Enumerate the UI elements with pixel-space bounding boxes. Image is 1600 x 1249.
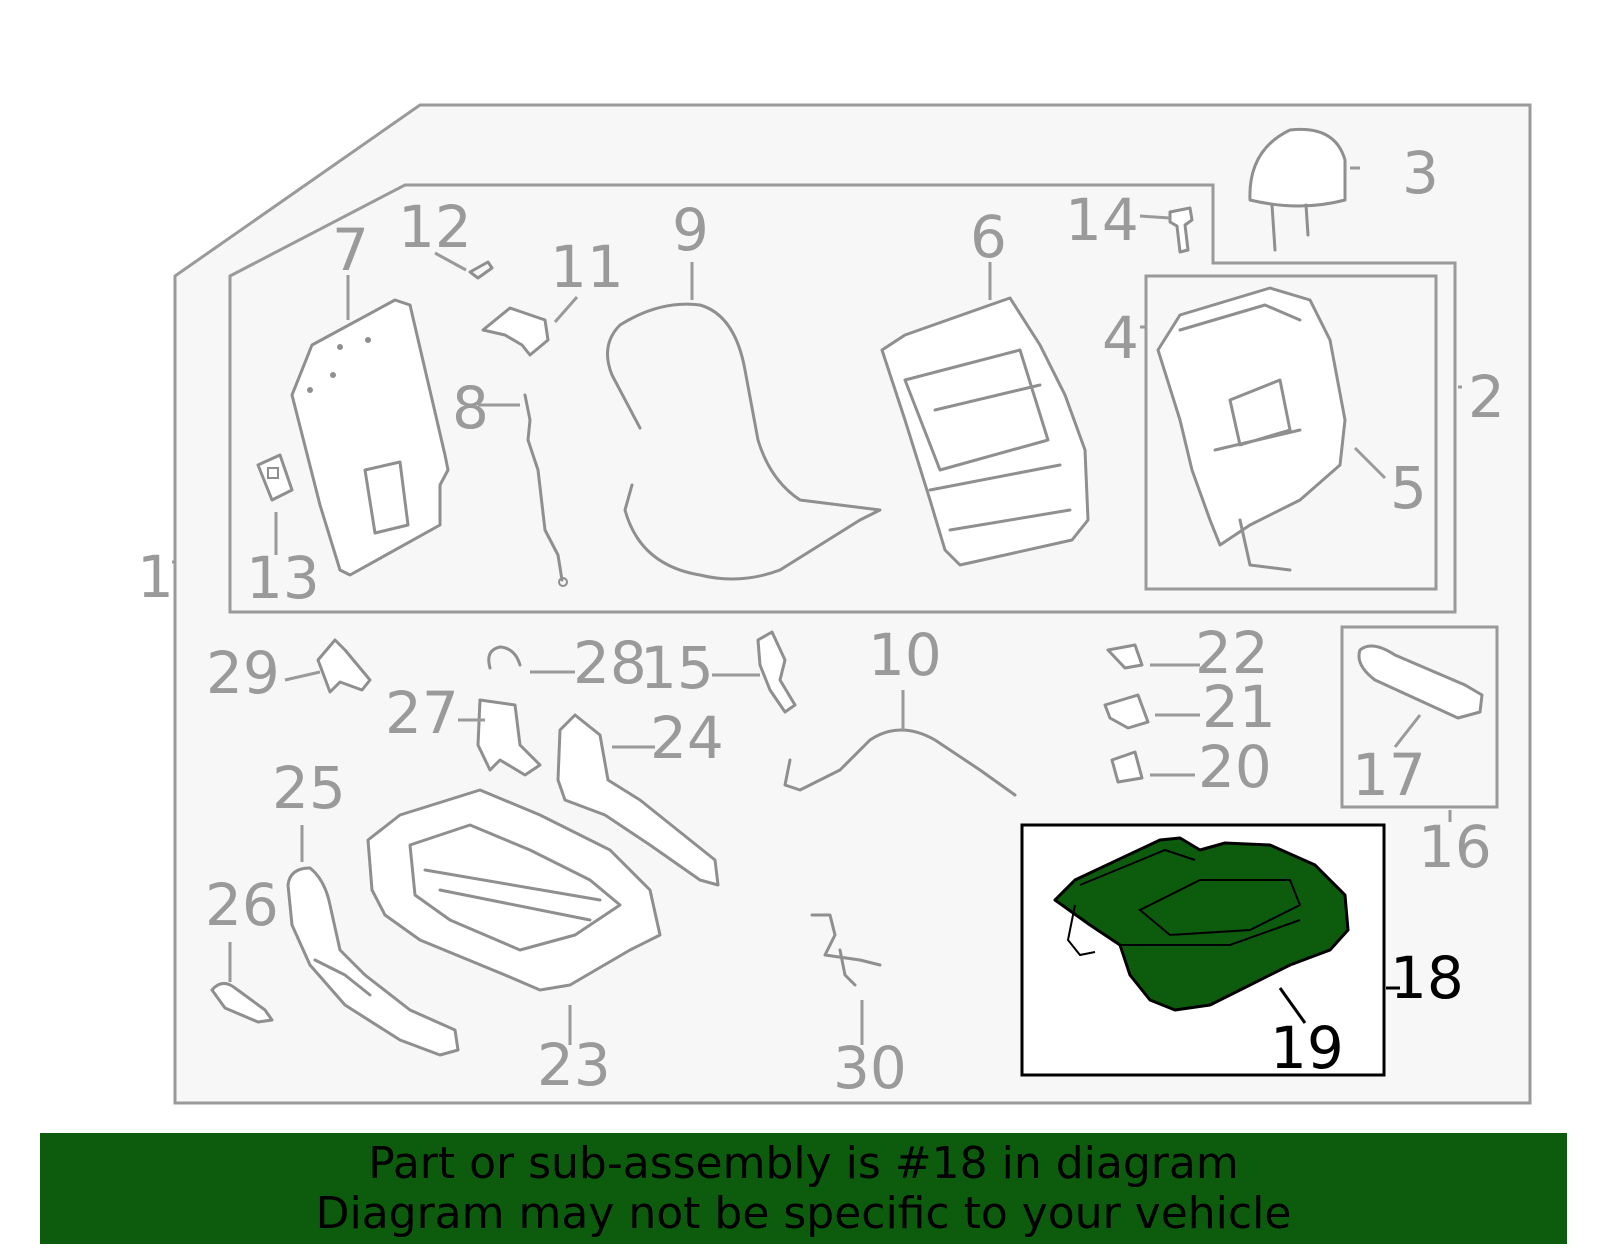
callout-5: 5	[1390, 454, 1427, 522]
clip-part-14	[1168, 206, 1194, 254]
seat-cushion-part-19	[1053, 836, 1350, 1012]
callout-27: 27	[385, 679, 459, 747]
notice-banner: Part or sub-assembly is #18 in diagram D…	[40, 1133, 1567, 1244]
callout-6: 6	[970, 203, 1007, 271]
seatback-frame-part-6	[880, 296, 1090, 567]
clip-part-20	[1110, 750, 1144, 784]
bracket-part-15	[756, 630, 797, 714]
headrest-part-3	[1248, 127, 1347, 252]
callout-11: 11	[550, 233, 624, 301]
callout-7: 7	[332, 216, 369, 284]
callout-4: 4	[1102, 304, 1139, 372]
callout-26: 26	[205, 871, 279, 939]
back-panel-part-7	[290, 298, 450, 577]
callout-16: 16	[1418, 813, 1492, 881]
leader-lines	[172, 166, 1462, 1045]
cover-part-11	[481, 306, 550, 357]
cable-part-8	[523, 393, 568, 587]
callout-9: 9	[672, 196, 709, 264]
callout-10: 10	[868, 621, 942, 689]
callout-19: 19	[1270, 1014, 1344, 1082]
clip-part-21	[1103, 693, 1150, 730]
seat-frame-part-23	[366, 788, 662, 992]
callout-30: 30	[833, 1034, 907, 1102]
callout-14: 14	[1065, 186, 1139, 254]
side-trim-part-24	[556, 713, 720, 887]
callout-29: 29	[206, 639, 280, 707]
clip-part-28	[487, 645, 522, 670]
callout-12: 12	[398, 193, 472, 261]
cover-part-26	[210, 982, 274, 1024]
armrest-part-17	[1357, 644, 1484, 720]
callout-17: 17	[1352, 741, 1426, 809]
callout-21: 21	[1202, 673, 1276, 741]
callout-20: 20	[1198, 733, 1272, 801]
switch-part-13	[256, 453, 294, 502]
banner-line-1: Part or sub-assembly is #18 in diagram	[368, 1138, 1239, 1189]
callout-2: 2	[1468, 363, 1505, 431]
side-shield-part-25	[286, 866, 460, 1057]
callout-8: 8	[452, 374, 489, 442]
wire-frame-part-9	[606, 302, 882, 581]
cable-part-10	[783, 728, 1017, 797]
harness-part-30	[810, 913, 882, 987]
bracket-part-27	[476, 698, 542, 777]
clip-part-12	[468, 260, 494, 280]
trim-part-29	[316, 638, 372, 694]
callout-28: 28	[573, 629, 647, 697]
callout-1: 1	[137, 543, 174, 611]
callout-13: 13	[246, 544, 320, 612]
callout-3: 3	[1402, 139, 1439, 207]
callout-23: 23	[537, 1031, 611, 1099]
callout-24: 24	[650, 704, 724, 772]
seatback-cushion-part-5	[1156, 286, 1347, 572]
callout-15: 15	[640, 634, 714, 702]
banner-line-2: Diagram may not be specific to your vehi…	[315, 1188, 1292, 1239]
callout-18: 18	[1390, 944, 1464, 1012]
callout-22: 22	[1195, 619, 1269, 687]
callout-25: 25	[272, 754, 346, 822]
clip-part-22	[1106, 643, 1144, 670]
